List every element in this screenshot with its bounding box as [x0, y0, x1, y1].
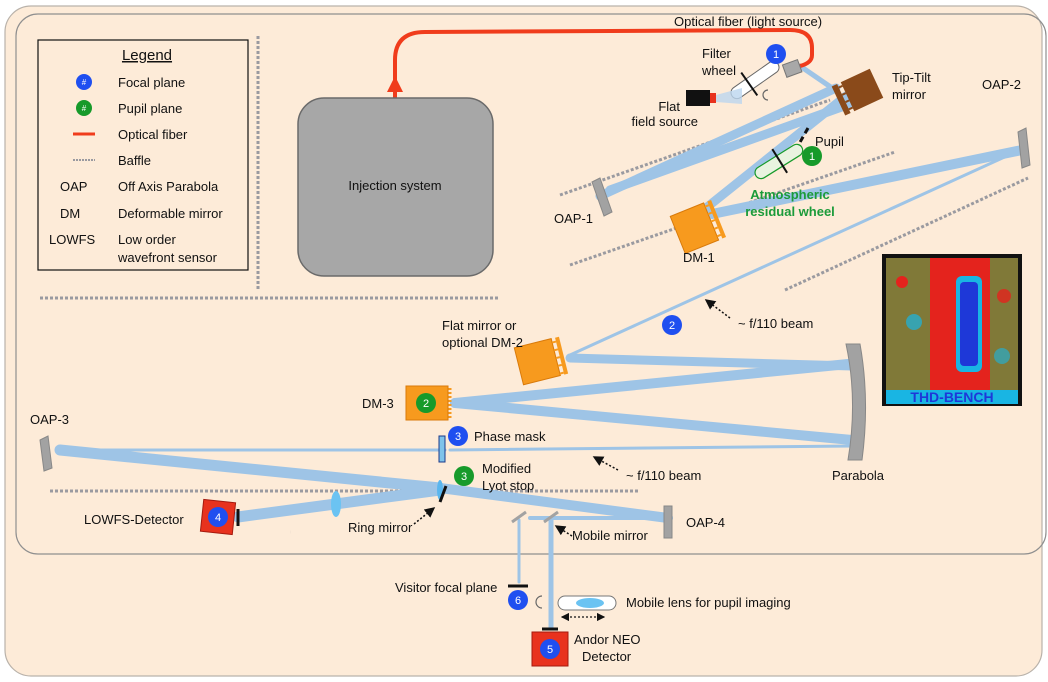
optical-fiber: [393, 27, 814, 98]
dm3-label: DM-3: [362, 396, 394, 411]
beam-upper-label: ~ f/110 beam: [738, 316, 813, 331]
oap1-label: OAP-1: [554, 211, 593, 226]
parabola-mirror: [845, 343, 867, 461]
legend-oap-label: Off Axis Parabola: [118, 179, 219, 194]
dm1-label: DM-1: [683, 250, 715, 265]
pupil-badge-1: [802, 146, 822, 166]
optical-table-outline: [15, 13, 1047, 555]
thd-label: THD-BENCH: [910, 389, 993, 405]
flat-mirror-label-1: Flat mirror or: [442, 318, 517, 333]
oap-2-mirror: [1017, 127, 1031, 169]
atm-label-2: residual wheel: [745, 204, 835, 219]
legend-focal-hash: #: [82, 78, 87, 87]
focal-badge-3: [448, 426, 468, 446]
phase-mask-label: Phase mask: [474, 429, 546, 444]
legend-oap-abbr: OAP: [60, 179, 87, 194]
lyot-label-2: Lyot stop: [482, 478, 534, 493]
mobile-mirror-arrow: [554, 525, 573, 537]
legend-fiber-label: Optical fiber: [118, 127, 188, 142]
pupil-badge-3-num: 3: [461, 471, 467, 483]
filter-wheel-hook: [762, 89, 769, 101]
legend-pupil-icon: [76, 100, 92, 116]
legend-lowfs-label: Low order: [118, 232, 176, 247]
beam-arrow-upper: [704, 299, 731, 319]
flat-mirror-label-2: optional DM-2: [442, 335, 523, 350]
legend-dm-abbr: DM: [60, 206, 80, 221]
legend-focal-label: Focal plane: [118, 75, 185, 90]
flat-field-source-tip: [710, 93, 716, 103]
ring-mirror-label: Ring mirror: [348, 520, 413, 535]
flat-field-label-1: Flat: [658, 99, 680, 114]
mobile-lens-label: Mobile lens for pupil imaging: [626, 595, 791, 610]
pupil-badge-2: [416, 393, 436, 413]
lowfs-lens: [331, 491, 341, 517]
legend-pupil-label: Pupil plane: [118, 101, 182, 116]
focal-badge-5-num: 5: [547, 644, 553, 656]
tip-tilt-mirror: [831, 68, 884, 116]
dm-1: [669, 199, 727, 255]
pupil-badge-3: [454, 466, 474, 486]
oap-4-mirror: [663, 505, 673, 539]
flat-field-label-2: field source: [632, 114, 698, 129]
oap-3-mirror: [39, 435, 53, 472]
mobile-mirror-label: Mobile mirror: [572, 528, 649, 543]
focal-badge-6-num: 6: [515, 595, 521, 607]
focal-badge-1-num: 1: [773, 49, 779, 61]
lowfs-detector-label: LOWFS-Detector: [84, 512, 184, 527]
legend-dm-label: Deformable mirror: [118, 206, 223, 221]
andor-label-2: Detector: [582, 649, 632, 664]
oap3-label: OAP-3: [30, 412, 69, 427]
atm-label-1: Atmospheric: [750, 187, 829, 202]
legend-lowfs-label2: wavefront sensor: [117, 250, 218, 265]
focal-badge-3-num: 3: [455, 431, 461, 443]
fiber-label: Optical fiber (light source): [674, 14, 822, 29]
focal-badge-2: [662, 315, 682, 335]
baffles: [40, 36, 1029, 493]
fiber-output: [781, 58, 803, 78]
legend-pupil-hash: #: [82, 104, 87, 113]
tiptilt-label-1: Tip-Tilt: [892, 70, 931, 85]
andor-label-1: Andor NEO: [574, 632, 640, 647]
focal-badge-4: [208, 507, 228, 527]
oap4-label: OAP-4: [686, 515, 725, 530]
legend-lowfs-abbr: LOWFS: [49, 232, 96, 247]
focal-badge-5: [540, 639, 560, 659]
fiber-arrow: [387, 76, 403, 92]
oap2-label: OAP-2: [982, 77, 1021, 92]
oap-1-mirror: [591, 177, 613, 217]
ring-mirror-arrow: [413, 507, 436, 525]
filter-wheel-label-1: Filter: [702, 46, 732, 61]
pupil-label: Pupil: [815, 134, 844, 149]
filter-wheel-label-2: wheel: [701, 63, 736, 78]
pupil-badge-2-num: 2: [423, 398, 429, 410]
flat-field-source: [686, 90, 710, 106]
mobile-lens: [576, 598, 604, 608]
injection-system: [297, 97, 494, 277]
legend: Legend # Focal plane # Pupil plane Optic…: [37, 39, 249, 271]
ring-mirror: [438, 485, 448, 503]
beam-lower-label: ~ f/110 beam: [626, 468, 701, 483]
fixed-fold-mirror: [511, 510, 527, 524]
lyot-label-1: Modified: [482, 461, 531, 476]
focal-badge-1: [766, 44, 786, 64]
phase-mask: [438, 435, 446, 463]
flat-mirror-dm-2: [513, 336, 569, 386]
tiptilt-label-2: mirror: [892, 87, 927, 102]
focal-badge-2-num: 2: [669, 320, 675, 332]
mobile-mirror: [543, 510, 559, 524]
mobile-lens-hook: [535, 595, 543, 609]
beam-arrow-lower: [592, 456, 619, 471]
parabola-label: Parabola: [832, 468, 885, 483]
injection-label: Injection system: [348, 178, 441, 193]
legend-focal-icon: [76, 74, 92, 90]
focal-badge-6: [508, 590, 528, 610]
legend-baffle-label: Baffle: [118, 153, 151, 168]
legend-title: Legend: [122, 47, 172, 64]
flat-field-beam: [716, 88, 742, 104]
thd-bench-image: THD-BENCH: [882, 254, 1022, 406]
visitor-label: Visitor focal plane: [395, 580, 497, 595]
focal-badge-4-num: 4: [215, 512, 221, 524]
atmospheric-wheel: [754, 143, 804, 180]
pupil-badge-1-num: 1: [809, 151, 815, 163]
